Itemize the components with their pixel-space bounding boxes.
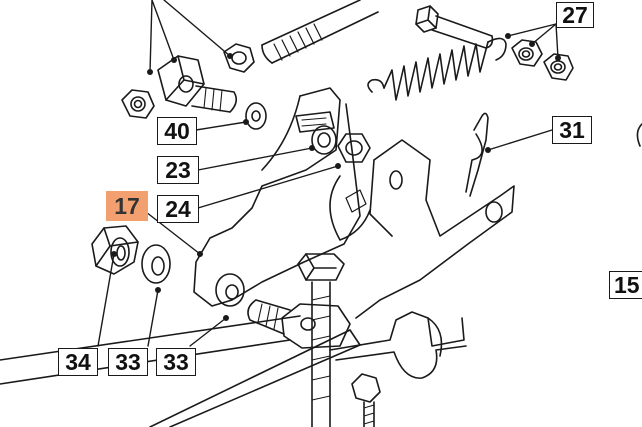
screw-bottom bbox=[351, 373, 381, 427]
part-label-15-partial[interactable]: 15 bbox=[609, 271, 642, 299]
part-label-24[interactable]: 24 bbox=[157, 195, 199, 223]
washer-40 bbox=[245, 102, 267, 130]
washer-on-plate bbox=[215, 273, 245, 307]
part-label-33-left[interactable]: 33 bbox=[108, 348, 148, 376]
hairpin-clip-31 bbox=[465, 112, 489, 197]
bolt-top bbox=[415, 5, 494, 49]
leader-lines bbox=[97, 0, 559, 347]
nut-top-right-1 bbox=[511, 39, 543, 67]
partial-part-right-edge bbox=[636, 123, 642, 147]
nut-left-bottom bbox=[121, 89, 155, 119]
u-clamp bbox=[329, 311, 467, 379]
tension-spring bbox=[367, 37, 507, 101]
bracket-plate-17 bbox=[193, 87, 361, 307]
leader-dots bbox=[111, 33, 561, 321]
lever-arm bbox=[329, 139, 515, 319]
part-label-34[interactable]: 34 bbox=[58, 348, 98, 376]
swivel-block bbox=[247, 299, 351, 349]
part-label-23[interactable]: 23 bbox=[157, 156, 199, 184]
part-label-27[interactable]: 27 bbox=[556, 2, 594, 28]
part-label-31[interactable]: 31 bbox=[552, 116, 592, 144]
part-label-40[interactable]: 40 bbox=[157, 117, 197, 145]
part-label-33-right[interactable]: 33 bbox=[156, 348, 196, 376]
part-label-17[interactable]: 17 bbox=[106, 191, 148, 221]
yoke-assembly-left bbox=[157, 55, 238, 113]
threaded-rod-top bbox=[261, 0, 379, 64]
washer-23 bbox=[311, 125, 337, 155]
vertical-bolt bbox=[297, 253, 345, 427]
nut-34 bbox=[91, 225, 139, 275]
washer-33-loose bbox=[141, 244, 171, 284]
nut-24 bbox=[337, 133, 371, 163]
